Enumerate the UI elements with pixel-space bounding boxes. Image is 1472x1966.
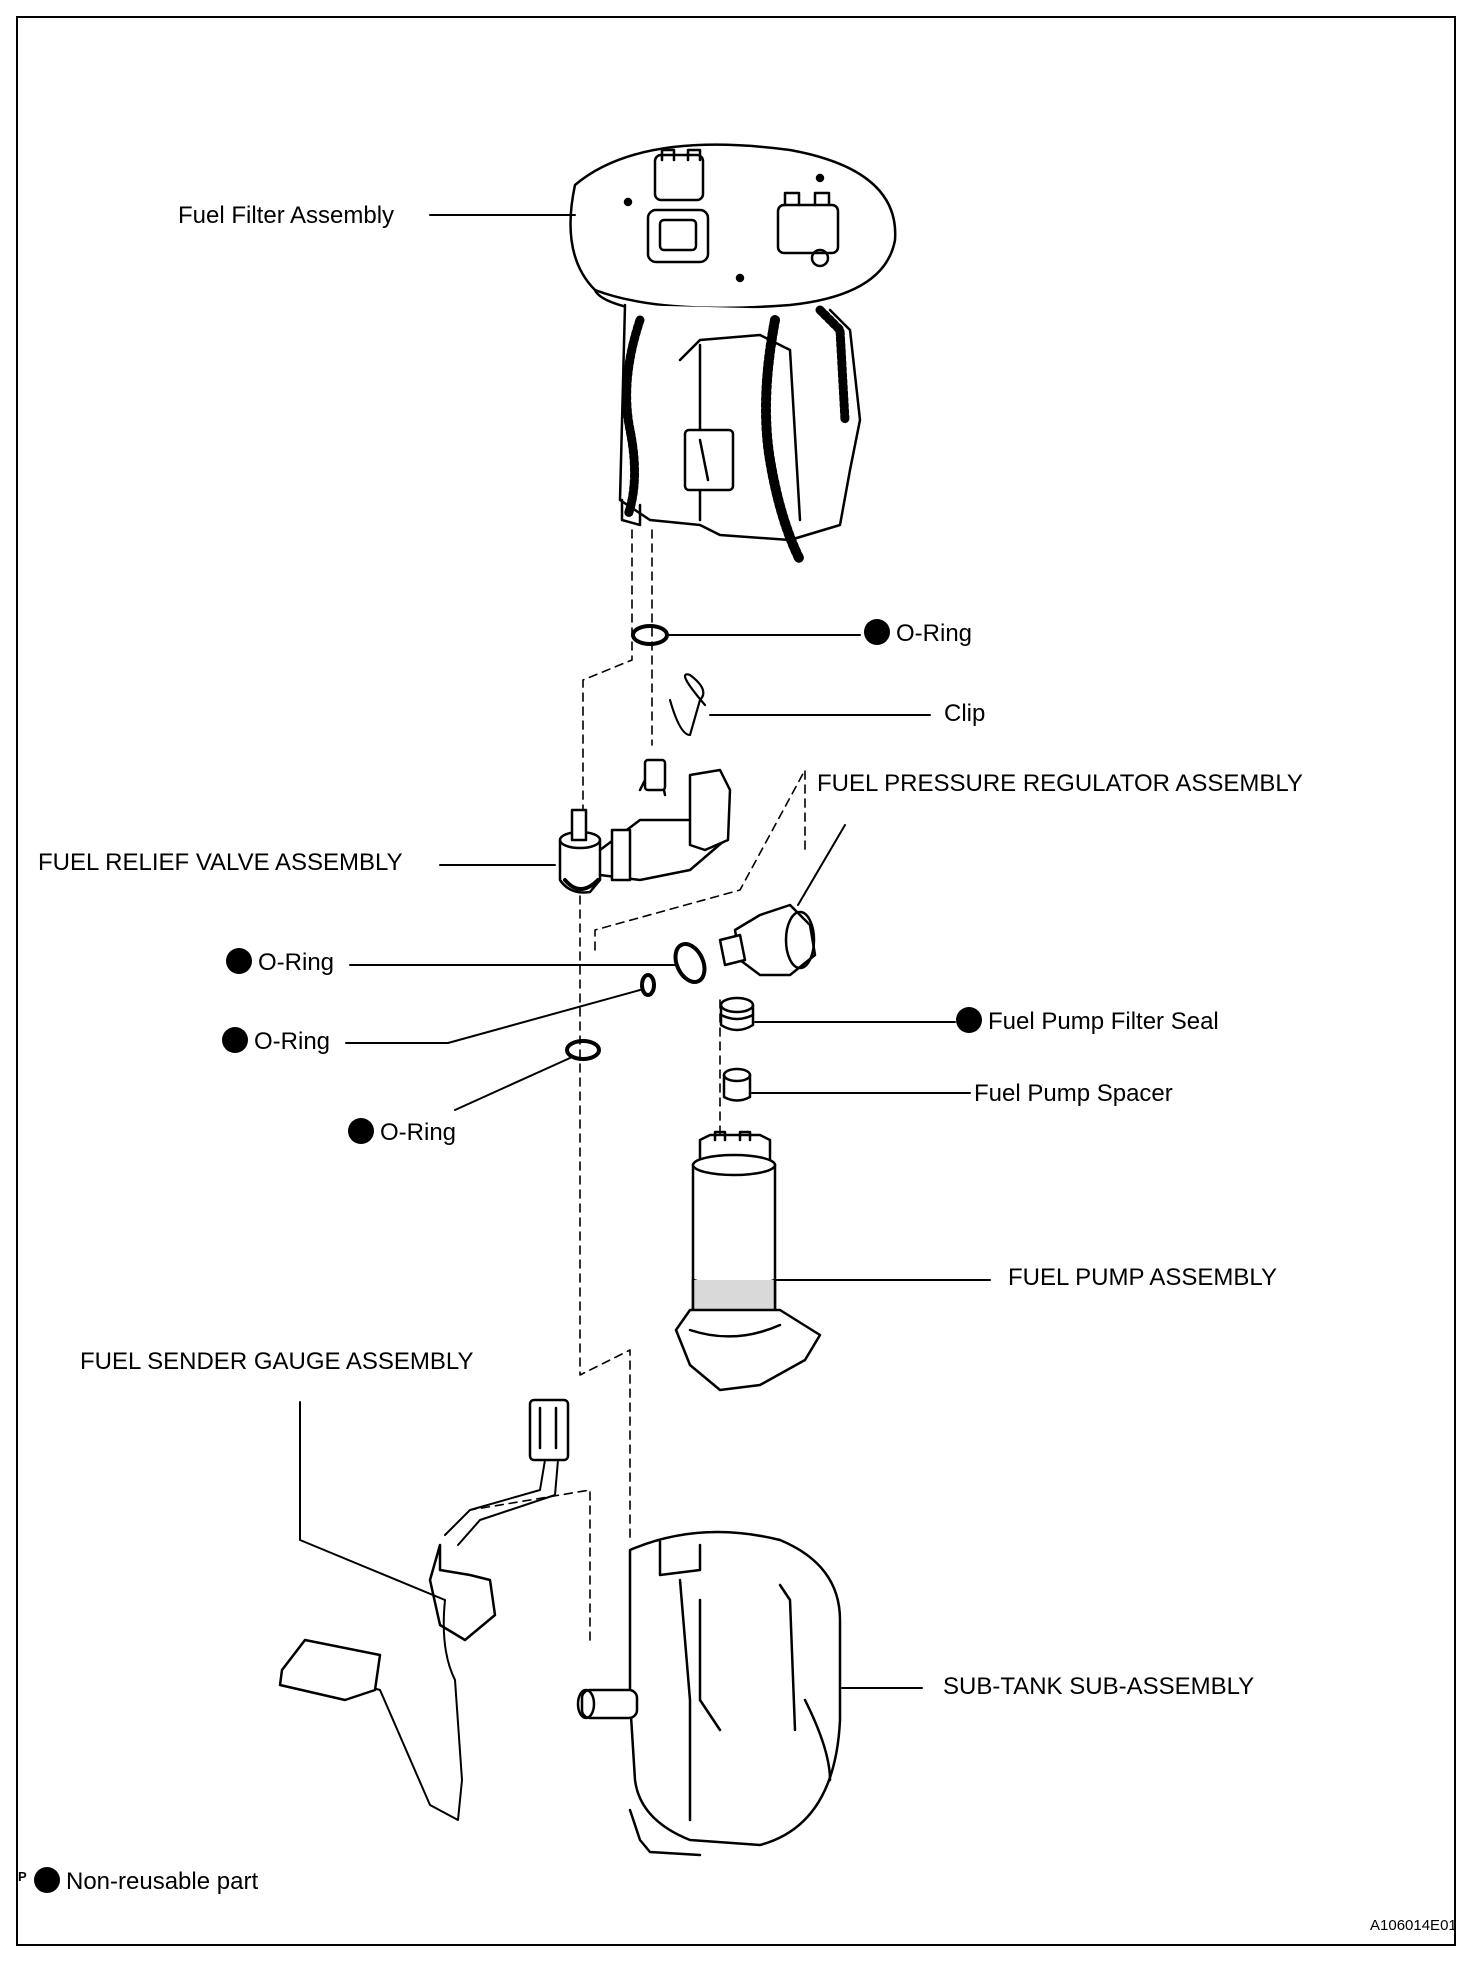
label-text: O-Ring [380,1119,457,1146]
fuel-pressure-regulator-drawing [718,903,817,977]
non-reusable-icon [34,1867,60,1893]
non-reusable-icon [222,1027,248,1053]
legend-non-reusable: Non-reusable part [34,1867,258,1896]
label-fuel-sender-gauge-assembly: FUEL SENDER GAUGE ASSEMBLY [80,1348,474,1375]
label-o-ring-1: O-Ring [226,948,334,977]
assembly-guide-lines [469,529,806,1641]
leader-lines [299,214,991,1689]
label-fuel-pressure-regulator-assembly: FUEL PRESSURE REGULATOR ASSEMBLY [817,770,1303,797]
diagram-frame [16,16,1456,1946]
legend-text: Non-reusable part [66,1868,259,1895]
label-text: Fuel Pump Filter Seal [988,1008,1219,1035]
label-clip: Clip [944,700,986,727]
label-fuel-pump-assembly: FUEL PUMP ASSEMBLY [1008,1264,1277,1291]
label-o-ring-3: O-Ring [348,1118,456,1147]
o-ring-1-drawing [673,942,707,984]
label-fuel-pump-filter-seal: Fuel Pump Filter Seal [956,1007,1219,1036]
label-sub-tank-sub-assembly: SUB-TANK SUB-ASSEMBLY [943,1673,1255,1700]
non-reusable-icon [864,619,890,645]
label-fuel-relief-valve-assembly: FUEL RELIEF VALVE ASSEMBLY [38,849,403,876]
clip-drawing [668,673,707,737]
o-ring-top-drawing [631,624,669,646]
non-reusable-icon [348,1118,374,1144]
non-reusable-icon [226,948,252,974]
fuel-relief-valve-assembly-drawing [558,758,732,894]
o-ring-3-drawing [565,1039,601,1061]
fuel-filter-assembly-drawing [569,143,897,565]
fuel-sender-gauge-assembly-drawing [278,1398,570,1821]
o-ring-2-drawing [640,973,656,997]
fuel-pump-assembly-drawing [674,1130,822,1392]
legend-marker: P [18,1869,27,1884]
label-fuel-pump-spacer: Fuel Pump Spacer [974,1080,1173,1107]
label-text: O-Ring [254,1028,331,1055]
label-fuel-filter-assembly: Fuel Filter Assembly [178,202,395,229]
non-reusable-icon [956,1007,982,1033]
label-text: O-Ring [258,949,335,976]
label-o-ring-2: O-Ring [222,1027,330,1056]
figure-id: A106014E01 [1370,1917,1457,1934]
sub-tank-sub-assembly-drawing [576,1530,842,1857]
fuel-pump-spacer-drawing [722,1067,752,1102]
fuel-pump-filter-seal-drawing [719,996,755,1032]
label-text: O-Ring [896,620,973,647]
label-o-ring-top: O-Ring [864,619,972,648]
